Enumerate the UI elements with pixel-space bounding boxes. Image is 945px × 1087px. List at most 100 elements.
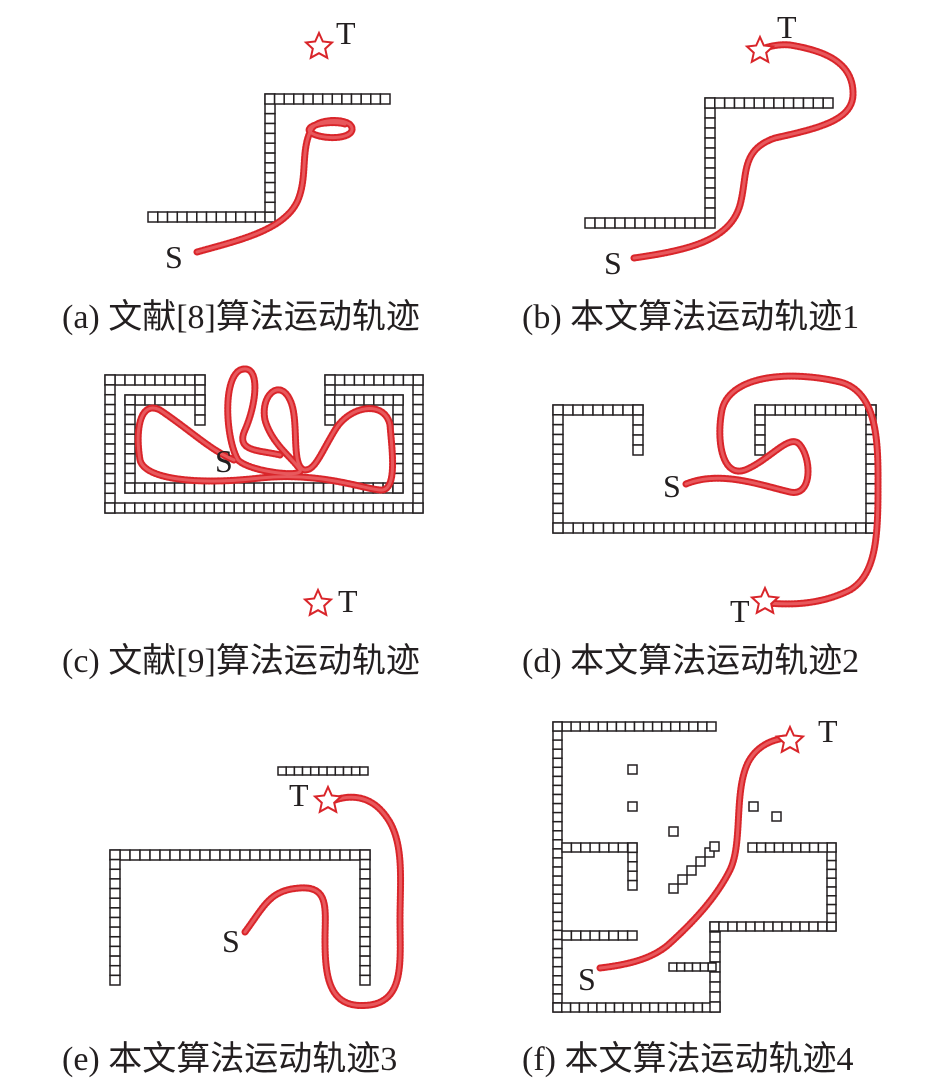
wall-block <box>213 502 225 514</box>
wall-block <box>552 993 563 1004</box>
wall-block <box>582 404 594 416</box>
wall-block <box>243 502 255 514</box>
wall-block <box>692 1002 704 1013</box>
wall-block <box>552 748 563 760</box>
wall-block <box>104 403 116 416</box>
wall-block <box>617 930 629 941</box>
wall-block <box>109 907 121 919</box>
wall-block <box>264 201 276 213</box>
wall-block <box>293 502 305 514</box>
wall-block <box>709 971 721 983</box>
wall-block <box>334 374 346 386</box>
wall-block <box>808 921 819 932</box>
wall-block <box>342 502 355 514</box>
trajectory-path-core <box>684 374 880 606</box>
wall-block <box>213 482 226 494</box>
wall-block <box>632 414 644 426</box>
wall-block <box>301 766 312 776</box>
wall-block <box>552 956 563 968</box>
wall-block <box>412 413 424 426</box>
wall-block <box>627 842 638 854</box>
wall-block <box>552 875 563 886</box>
wall-block <box>614 217 626 229</box>
start-label: S <box>578 961 596 997</box>
wall-block <box>174 374 186 386</box>
wall-block <box>169 849 181 861</box>
panel-d: S T (d) 本文算法运动轨迹2 <box>522 372 882 680</box>
wall-block <box>279 849 291 861</box>
wall-block <box>412 453 424 465</box>
wall-block <box>324 414 336 426</box>
caption-d: (d) 本文算法运动轨迹2 <box>522 642 859 680</box>
wall-block <box>359 907 371 919</box>
wall-block <box>791 842 802 853</box>
wall-block <box>790 921 801 932</box>
wall-block <box>704 137 716 149</box>
wall-block <box>794 404 807 416</box>
wall-block <box>159 849 171 861</box>
wall-block <box>669 721 681 732</box>
wall-block <box>693 522 706 534</box>
wall-block <box>154 394 166 406</box>
wall-block <box>660 721 672 732</box>
wall-block <box>688 721 699 732</box>
wall-block <box>392 423 404 435</box>
wall-block <box>773 97 785 109</box>
wall-block <box>552 423 564 436</box>
wall-block <box>707 962 717 972</box>
wall-block <box>392 374 405 386</box>
wall-block <box>264 191 276 204</box>
wall-block <box>822 97 834 109</box>
wall-block <box>826 903 837 915</box>
wall-block <box>359 974 371 986</box>
wall-block <box>684 217 696 229</box>
wall-block <box>594 217 606 229</box>
panel-f: T S (f) 本文算法运动轨迹4 <box>522 713 853 1078</box>
wall-block <box>552 775 563 787</box>
wall-block <box>634 217 646 229</box>
wall-block <box>615 721 627 732</box>
wall-block <box>109 858 121 870</box>
wall-block <box>173 502 186 514</box>
wall-block <box>359 955 371 967</box>
wall-block <box>124 472 136 484</box>
wall-block <box>334 394 346 406</box>
wall-block <box>754 424 766 436</box>
start-label: S <box>165 239 183 275</box>
wall-block <box>709 991 721 1003</box>
wall-block <box>183 502 196 514</box>
wall-block <box>552 502 564 515</box>
wall-block <box>324 394 336 406</box>
target-star-icon <box>302 587 334 617</box>
wall-block <box>814 522 827 534</box>
wall-block <box>622 404 634 416</box>
wall-block <box>229 849 241 861</box>
wall-block <box>332 502 345 514</box>
wall-block <box>602 522 615 534</box>
wall-block <box>684 1002 695 1013</box>
wall-block <box>865 473 877 485</box>
wall-block <box>584 217 596 229</box>
wall-block <box>302 93 314 105</box>
wall-block <box>412 502 424 514</box>
wall-block <box>174 394 186 406</box>
wall-block <box>622 1002 633 1013</box>
wall-block <box>119 849 131 861</box>
wall-block <box>412 433 424 445</box>
wall-block <box>215 211 227 223</box>
wall-block <box>704 157 716 169</box>
wall-block <box>552 830 563 841</box>
wall-block <box>627 861 638 872</box>
target-star-icon <box>744 34 776 64</box>
wall-block <box>679 721 690 732</box>
wall-block <box>412 472 424 485</box>
start-label: S <box>604 245 622 281</box>
wall-block <box>812 97 824 109</box>
wall-block <box>412 384 424 396</box>
wall-block <box>552 965 563 977</box>
wall-block <box>269 849 281 861</box>
wall-block <box>359 897 371 909</box>
wall-block <box>353 374 365 386</box>
wall-block <box>756 842 767 853</box>
wall-block <box>570 842 582 853</box>
